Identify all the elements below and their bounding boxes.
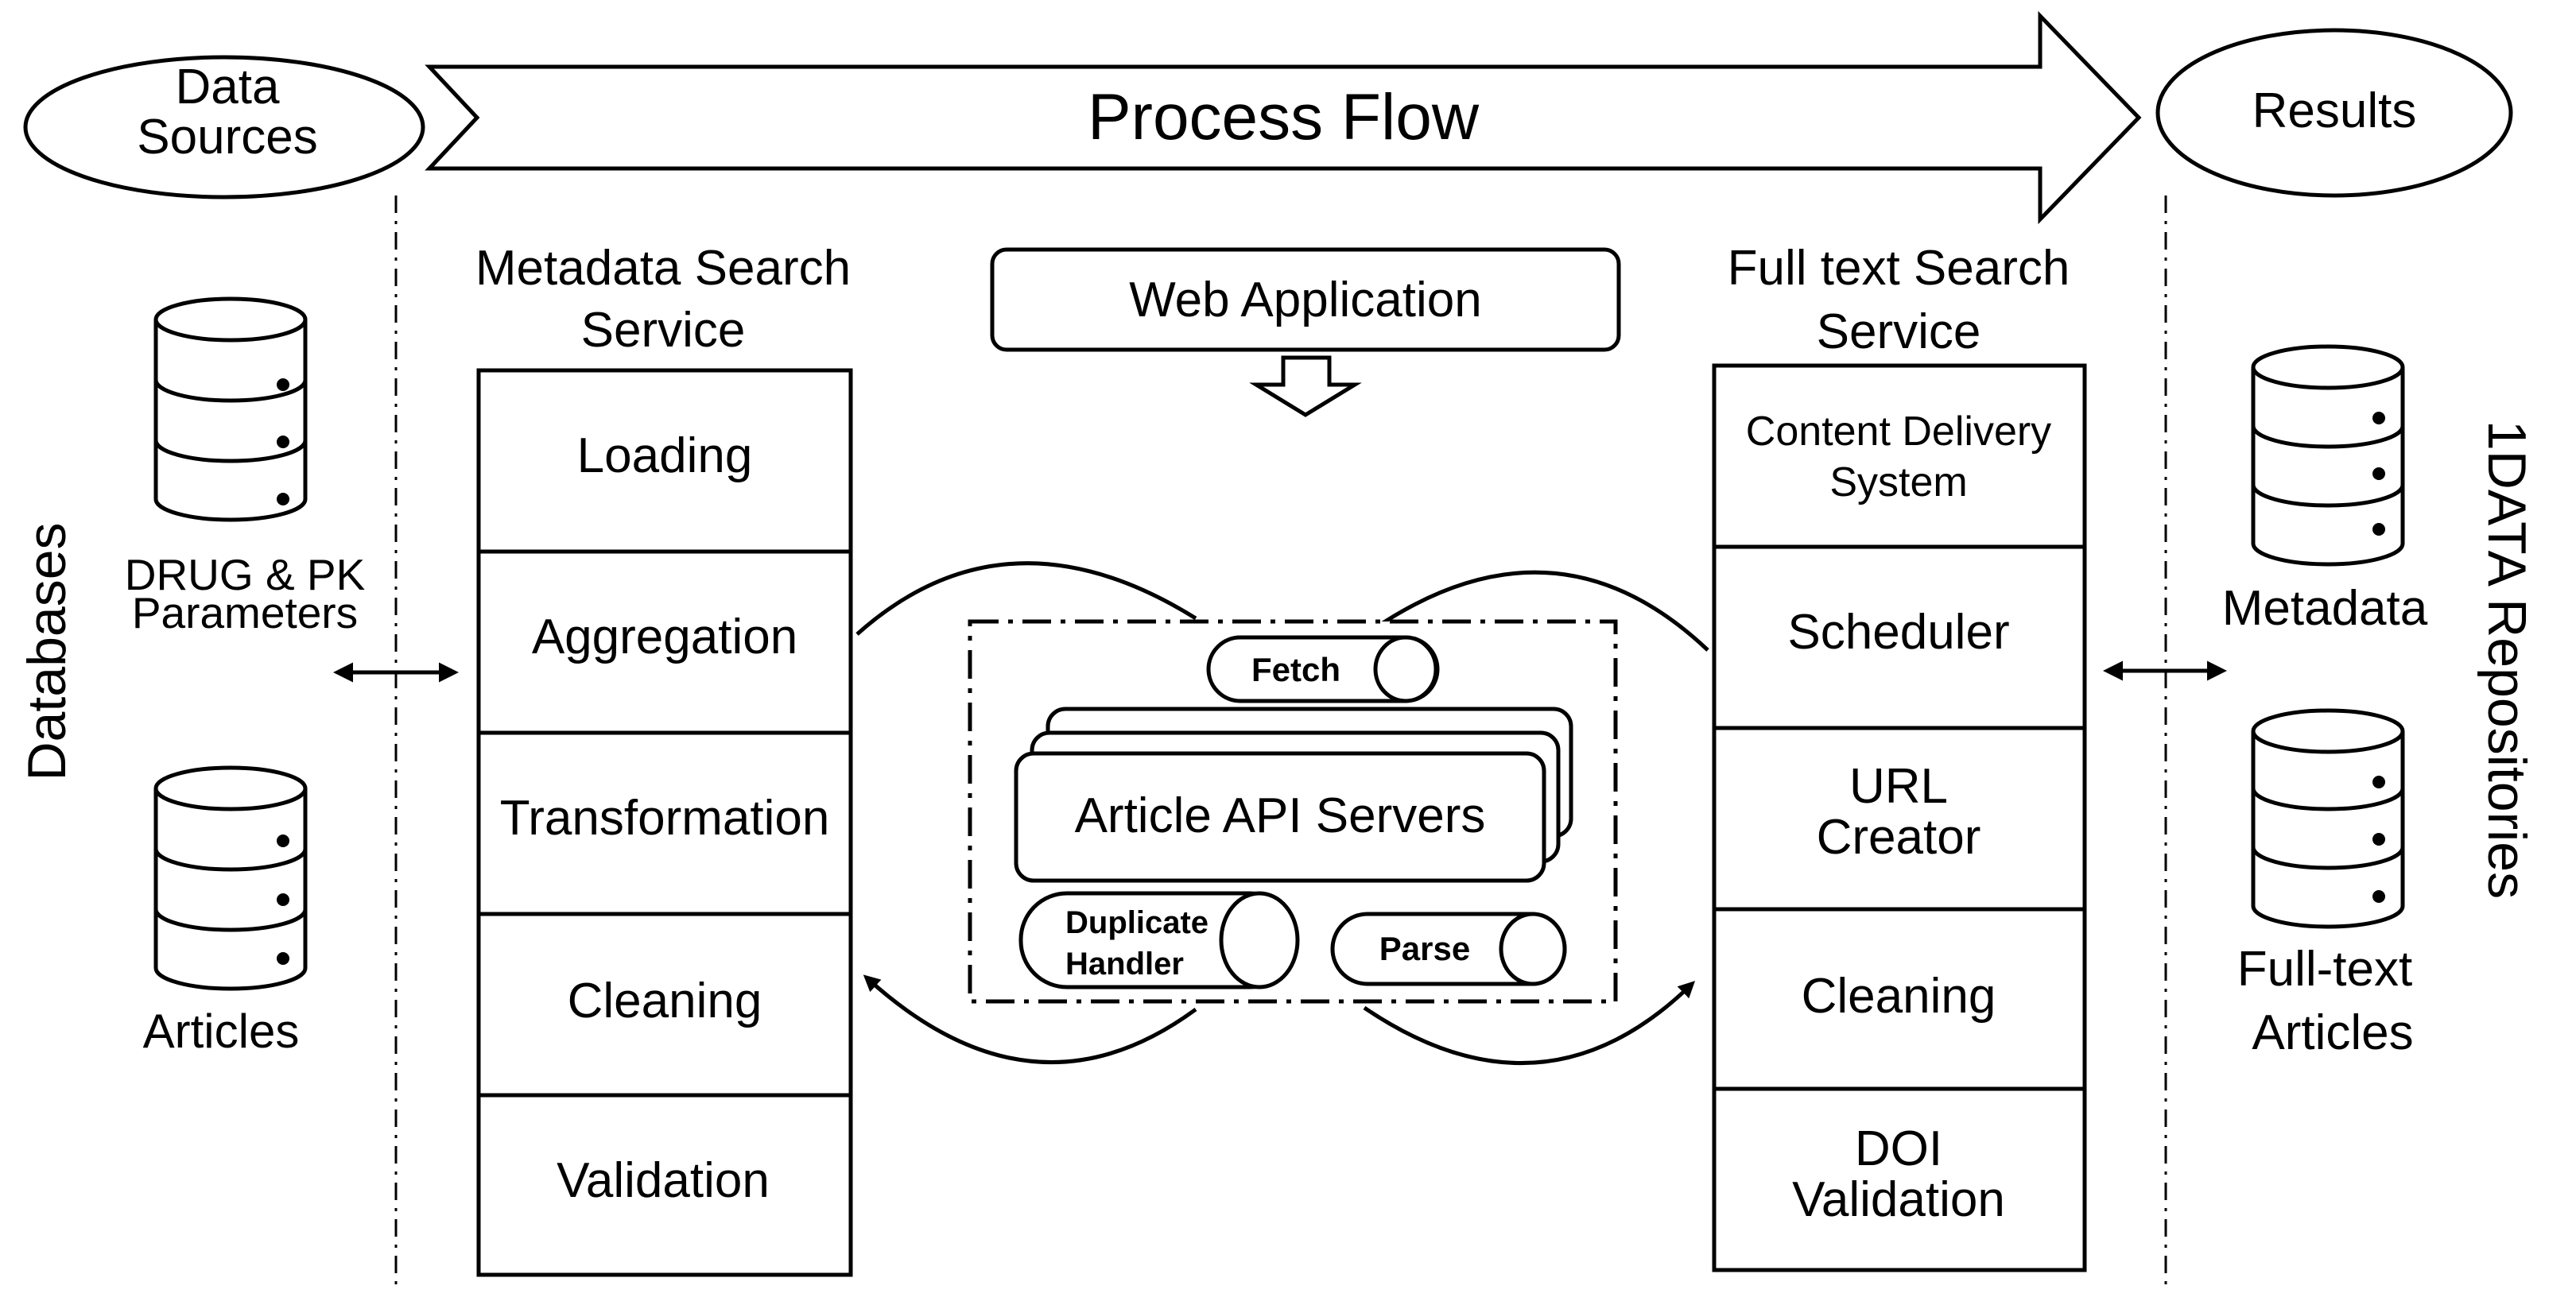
fulltext-service-title-line1: Full text Search bbox=[1728, 241, 2070, 296]
articles-db-label: Articles bbox=[143, 1005, 300, 1058]
data-sources-label-line1: Data bbox=[176, 60, 280, 114]
bottom-left-curve-arrow bbox=[863, 974, 1197, 1065]
fulltext-stage-label: Scheduler bbox=[1787, 605, 2009, 660]
top-left-curve bbox=[855, 561, 1197, 636]
metadata-stage-loading: Loading bbox=[476, 368, 853, 554]
process-flow-arrow: Process Flow bbox=[425, 10, 2142, 225]
bottom-right-curve-arrow bbox=[1363, 981, 1696, 1065]
repositories-side-label: 1DATA Repositories bbox=[2477, 420, 2537, 899]
web-application-label: Web Application bbox=[1129, 273, 1481, 327]
metadata-service-title-line1: Metadata Search bbox=[475, 241, 851, 296]
articles-database-icon bbox=[153, 765, 308, 991]
fulltext-repo-label-line2: Articles bbox=[2252, 1005, 2413, 1060]
metadata-stage-transformation: Transformation bbox=[476, 730, 853, 916]
fulltext-stage-label: Creator bbox=[1817, 810, 1981, 865]
fulltext-stage-label: Validation bbox=[1792, 1172, 2005, 1227]
metadata-stage-label: Aggregation bbox=[532, 610, 797, 664]
fulltext-repo-label-line1: Full-text bbox=[2237, 942, 2412, 997]
drug-pk-label-line1: DRUG & PK bbox=[125, 550, 366, 599]
metadata-stage-label: Transformation bbox=[500, 791, 830, 846]
metadata-stage-validation: Validation bbox=[476, 1093, 853, 1277]
process-flow-title: Process Flow bbox=[1088, 81, 1480, 153]
fetch-label: Fetch bbox=[1251, 651, 1340, 688]
data-sources-ellipse: Data Sources bbox=[23, 55, 425, 199]
metadata-stage-aggregation: Aggregation bbox=[476, 549, 853, 735]
metadata-stage-label: Loading bbox=[577, 428, 753, 483]
drug-pk-label-line2: Parameters bbox=[132, 588, 358, 637]
fulltext-stage-scheduler: Scheduler bbox=[1712, 544, 2087, 730]
parse-label: Parse bbox=[1379, 930, 1470, 967]
metadata-stage-label: Cleaning bbox=[568, 974, 762, 1028]
article-api-servers-label: Article API Servers bbox=[1075, 788, 1486, 843]
duplicate-handler-label-line2: Handler bbox=[1065, 947, 1184, 982]
article-api-servers-stack: Article API Servers bbox=[1014, 707, 1573, 883]
fetch-module: Fetch bbox=[1206, 635, 1440, 703]
data-sources-label-line2: Sources bbox=[137, 110, 317, 165]
fulltext-service-title-line2: Service bbox=[1817, 304, 1981, 359]
metadata-service-title-line2: Service bbox=[581, 303, 746, 358]
results-label: Results bbox=[2252, 83, 2417, 138]
fulltext-repository-icon bbox=[2251, 708, 2405, 929]
duplicate-handler-module: Duplicate Handler bbox=[1018, 891, 1300, 989]
results-ellipse: Results bbox=[2155, 28, 2513, 198]
databases-side-label: Databases bbox=[17, 522, 77, 780]
metadata-stage-label: Validation bbox=[557, 1153, 770, 1208]
fulltext-stage-content-delivery: Content Delivery System bbox=[1712, 363, 2087, 549]
fulltext-stage-cleaning: Cleaning bbox=[1712, 907, 2087, 1091]
web-app-down-arrow bbox=[1249, 355, 1362, 417]
metadata-stage-cleaning: Cleaning bbox=[476, 912, 853, 1098]
fulltext-stage-url-creator: URL Creator bbox=[1712, 726, 2087, 912]
metadata-repo-label: Metadata bbox=[2222, 581, 2428, 636]
fulltext-stage-label: Cleaning bbox=[1802, 969, 1996, 1024]
fulltext-stage-label: Content Delivery bbox=[1746, 409, 2051, 455]
fulltext-stage-doi-validation: DOI Validation bbox=[1712, 1086, 2087, 1272]
top-right-curve bbox=[1379, 570, 1709, 652]
web-application-box: Web Application bbox=[990, 247, 1621, 352]
metadata-repository-icon bbox=[2251, 344, 2405, 567]
fulltext-stage-label: URL bbox=[1849, 759, 1948, 814]
duplicate-handler-label-line1: Duplicate bbox=[1065, 905, 1208, 940]
fulltext-stage-label: System bbox=[1829, 459, 1967, 505]
fulltext-stage-label: DOI bbox=[1855, 1121, 1942, 1176]
parse-module: Parse bbox=[1330, 912, 1567, 986]
drug-pk-database-icon bbox=[153, 296, 308, 522]
